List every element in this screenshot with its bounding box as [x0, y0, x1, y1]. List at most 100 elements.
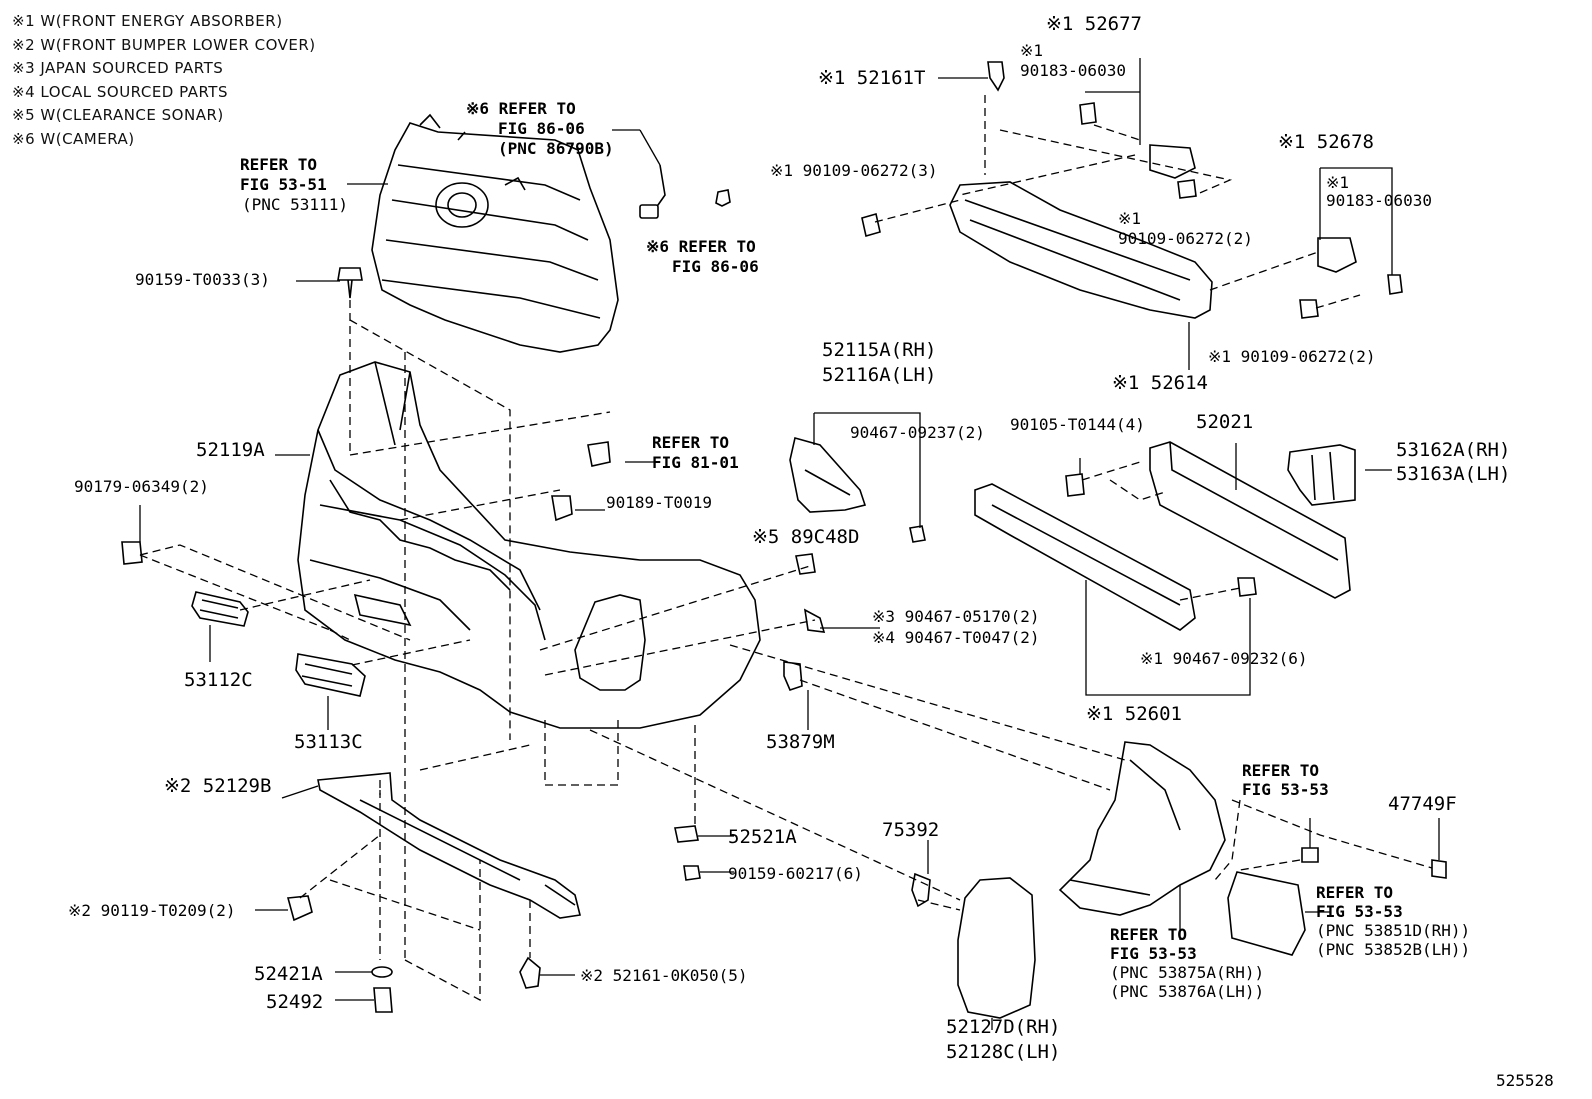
- nut-90183-top-drawing: [1079, 102, 1097, 125]
- label-90109-b1: ※1: [1118, 209, 1141, 228]
- fender-liner-drawing: [1058, 741, 1226, 916]
- ref-5353-flap-4: (PNC 53852B(LH)): [1316, 940, 1470, 959]
- label-53879M: 53879M: [766, 731, 835, 753]
- note-3: ※3 JAPAN SOURCED PARTS: [12, 59, 224, 77]
- ref-5353-flap-3: (PNC 53851D(RH)): [1316, 921, 1470, 940]
- bolt-90109-a-drawing: [861, 212, 881, 238]
- leader-lines: [139, 58, 1440, 1030]
- label-52492: 52492: [266, 991, 323, 1013]
- ref-5353-liner-3: (PNC 53875A(RH)): [1110, 963, 1264, 982]
- ref-5353-liner-4: (PNC 53876A(LH)): [1110, 982, 1264, 1001]
- label-53162A: 53162A(RH): [1396, 439, 1510, 461]
- clip-52521A-drawing: [674, 825, 699, 843]
- washer-52421A-drawing: [371, 966, 393, 978]
- clip-90189-drawing: [551, 495, 573, 522]
- ref-grille-3: (PNC 53111): [242, 195, 348, 214]
- ref-5353-liner-1: REFER TO: [1110, 925, 1187, 944]
- label-90467-09232: ※1 90467-09232(6): [1140, 649, 1308, 668]
- label-90109-c: ※1 90109-06272(2): [1208, 347, 1376, 366]
- label-52421A: 52421A: [254, 963, 323, 985]
- note-6: ※6 W(CAMERA): [12, 129, 135, 148]
- label-90119: ※2 90119-T0209(2): [68, 901, 236, 920]
- mudguard-drawing: [957, 877, 1036, 1019]
- label-90105: 90105-T0144(4): [1010, 415, 1145, 434]
- ref-clip-81-1: REFER TO: [652, 433, 729, 452]
- insert-53112C-drawing: [191, 591, 249, 627]
- label-53163A: 53163A(LH): [1396, 463, 1510, 485]
- note-1: ※1 W(FRONT ENERGY ABSORBER): [12, 12, 283, 30]
- label-90467-09237: 90467-09237(2): [850, 423, 985, 442]
- bolt-90105-drawing: [1065, 473, 1085, 497]
- label-52119A: 52119A: [196, 439, 265, 461]
- note-5: ※5 W(CLEARANCE SONAR): [12, 106, 224, 124]
- clip-81-drawing: [587, 441, 611, 467]
- part-labels: REFER TO FIG 53-51 (PNC 53111) ※6 REFER …: [68, 13, 1554, 1090]
- bracket-53162A-drawing: [1287, 444, 1356, 506]
- bolt-52492-drawing: [373, 987, 393, 1013]
- label-90189: 90189-T0019: [606, 493, 712, 512]
- clip-52161-0K050-drawing: [519, 956, 541, 989]
- label-52115A: 52115A(RH): [822, 339, 936, 361]
- bracket-52115A-drawing: [789, 437, 867, 513]
- clip-52161T-drawing: [987, 61, 1005, 92]
- grille-drawing: [371, 113, 619, 353]
- diagram-id: 525528: [1496, 1071, 1554, 1090]
- label-89C48D: ※5 89C48D: [752, 526, 859, 548]
- bracket-52678-drawing: [1317, 237, 1357, 273]
- label-90159-T0033: 90159-T0033(3): [135, 270, 270, 289]
- label-52678: ※1 52678: [1278, 131, 1374, 153]
- label-52601: ※1 52601: [1086, 703, 1182, 725]
- label-52129B: ※2 52129B: [164, 775, 271, 797]
- bolt-90467-09237-drawing: [909, 525, 926, 543]
- bumper-cover-drawing: [297, 361, 761, 729]
- label-90467-05170: ※3 90467-05170(2): [872, 607, 1040, 626]
- absorber-52601-drawing: [974, 483, 1196, 631]
- nut-90179-drawing: [121, 541, 143, 565]
- ref-5353-liner-2: FIG 53-53: [1110, 944, 1197, 963]
- ref-5353-flap-2: FIG 53-53: [1316, 902, 1403, 921]
- ref-5353-top-2: FIG 53-53: [1242, 780, 1329, 799]
- label-52116A: 52116A(LH): [822, 364, 936, 386]
- ref-camera-top-2: FIG 86-06: [498, 119, 585, 138]
- label-52677: ※1 52677: [1046, 13, 1142, 35]
- nut-90183-b-drawing: [1387, 274, 1403, 295]
- energy-absorber-drawing: [949, 181, 1213, 319]
- ref-clip-81-2: FIG 81-01: [652, 453, 739, 472]
- screw-ref-5353-drawing: [1301, 847, 1319, 863]
- ref-grille-1: REFER TO: [240, 155, 317, 174]
- bolt-90119-drawing: [286, 895, 313, 922]
- label-52128C: 52128C(LH): [946, 1041, 1060, 1063]
- label-52614: ※1 52614: [1112, 372, 1208, 394]
- reinforcement-52021-drawing: [1149, 441, 1351, 599]
- label-90109-a: ※1 90109-06272(3): [770, 161, 938, 180]
- bolt-90109-b-drawing: [1177, 179, 1197, 199]
- ref-camera-top-1: ※6 REFER TO: [466, 99, 576, 118]
- label-52521A: 52521A: [728, 826, 797, 848]
- splash-guard-drawing: [1227, 871, 1306, 956]
- label-90183-top-a: ※1: [1020, 41, 1043, 60]
- label-52021: 52021: [1196, 411, 1253, 433]
- dashed-lines: [139, 95, 1433, 1002]
- label-75392: 75392: [882, 819, 939, 841]
- bolt-90467-09232-drawing: [1237, 577, 1257, 597]
- label-90109-b2: 90109-06272(2): [1118, 229, 1253, 248]
- camera-drawing: [639, 164, 731, 219]
- note-4: ※4 LOCAL SOURCED PARTS: [12, 82, 228, 101]
- bracket-52677-drawing: [1149, 144, 1196, 179]
- label-90183-top-b: 90183-06030: [1020, 61, 1126, 80]
- bolt-90159-T0033-drawing: [337, 267, 363, 299]
- label-52127D: 52127D(RH): [946, 1016, 1060, 1038]
- label-90183-b1: ※1: [1326, 173, 1349, 192]
- ref-camera-side-1: ※6 REFER TO: [646, 237, 756, 256]
- ref-5353-flap-1: REFER TO: [1316, 883, 1393, 902]
- clip-75392-drawing: [911, 872, 931, 908]
- ref-camera-top-3: (PNC 86790B): [498, 139, 614, 158]
- lower-cover-drawing: [317, 772, 581, 919]
- label-90179: 90179-06349(2): [74, 477, 209, 496]
- label-47749F: 47749F: [1388, 793, 1457, 815]
- screw-47749F-drawing: [1431, 859, 1447, 879]
- label-90183-b2: 90183-06030: [1326, 191, 1432, 210]
- clip-90467-05170-drawing: [803, 608, 826, 633]
- retainer-53879M-drawing: [783, 661, 803, 691]
